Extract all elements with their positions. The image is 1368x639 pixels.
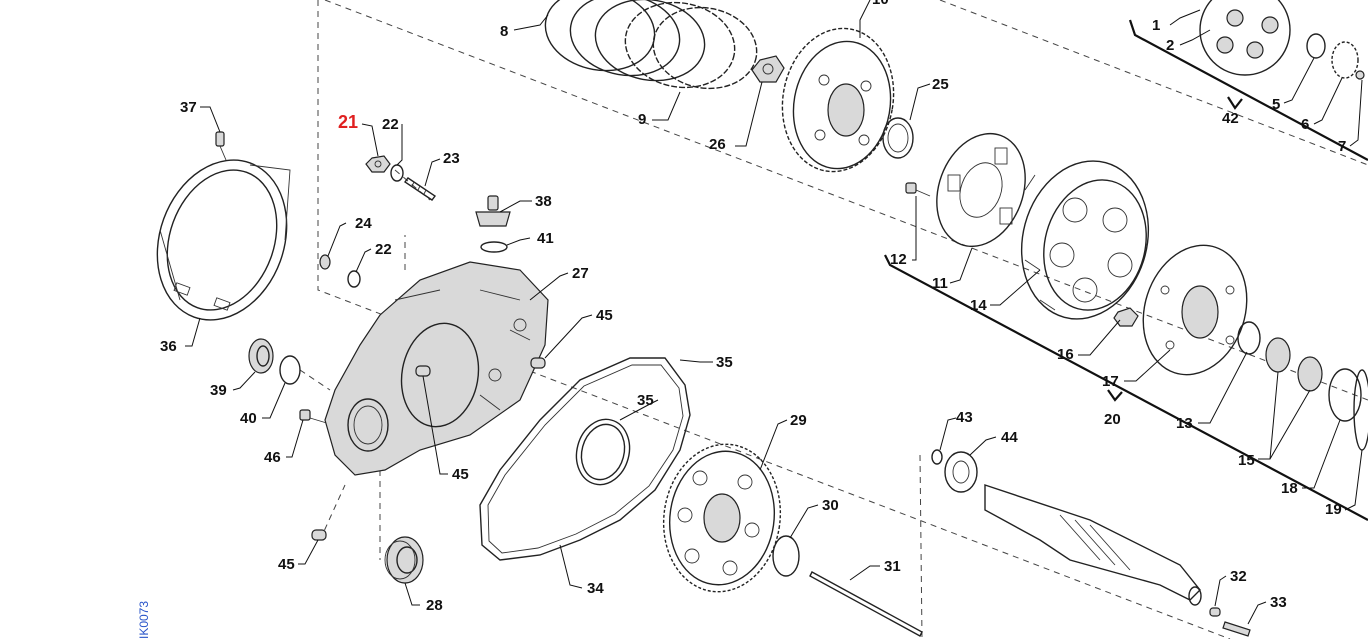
callout-9[interactable]: 9 [638, 111, 646, 128]
part-13-washer[interactable] [1237, 321, 1261, 355]
callout-1[interactable]: 1 [1152, 17, 1160, 34]
callout-7[interactable]: 7 [1338, 138, 1346, 155]
part-27-clutch-cover[interactable] [324, 261, 549, 476]
callout-6[interactable]: 6 [1301, 116, 1309, 133]
part-12-bolt[interactable] [905, 182, 931, 197]
callout-36[interactable]: 36 [160, 338, 177, 355]
callout-16[interactable]: 16 [1057, 346, 1074, 363]
part-30-circlip[interactable] [772, 535, 800, 577]
part-8-clutch-plates[interactable] [539, 0, 711, 89]
leader-lines [185, 0, 1363, 625]
callout-35-mid[interactable]: 35 [637, 392, 654, 409]
part-41-oring[interactable] [480, 241, 508, 253]
part-31-shaft[interactable] [809, 571, 923, 637]
part-22-washer-lower[interactable] [347, 270, 361, 288]
callout-27[interactable]: 27 [572, 265, 589, 282]
part-19-spacer[interactable] [1353, 369, 1368, 451]
callout-26[interactable]: 26 [709, 136, 726, 153]
callout-43[interactable]: 43 [956, 409, 973, 426]
callout-38[interactable]: 38 [535, 193, 552, 210]
callout-30[interactable]: 30 [822, 497, 839, 514]
callout-42[interactable]: 42 [1222, 110, 1239, 127]
part-45-dowel-left[interactable] [311, 529, 327, 541]
callout-45-right[interactable]: 45 [596, 307, 613, 324]
part-24-plug[interactable] [319, 254, 331, 270]
callout-34[interactable]: 34 [587, 580, 604, 597]
callout-22-upper[interactable]: 22 [382, 116, 399, 133]
part-22-washer-upper[interactable] [390, 164, 404, 182]
callout-21-highlighted[interactable]: 21 [338, 112, 358, 132]
part-35-seal-ring[interactable] [569, 413, 636, 490]
callout-22-lower[interactable]: 22 [375, 241, 392, 258]
part-37-screw[interactable] [215, 131, 227, 161]
part-32-pin[interactable] [1209, 607, 1221, 617]
callout-labels: 8 9 10 25 26 12 11 14 16 17 20 13 15 18 … [160, 0, 1346, 614]
callout-15[interactable]: 15 [1238, 452, 1255, 469]
callout-29[interactable]: 29 [790, 412, 807, 429]
part-44-thrust-washer[interactable] [944, 451, 978, 493]
callout-32[interactable]: 32 [1230, 568, 1247, 585]
callout-24[interactable]: 24 [355, 215, 372, 232]
part-38-fitting[interactable] [475, 195, 511, 227]
part-7-pin[interactable] [1355, 70, 1365, 80]
part-33-pin[interactable] [1222, 621, 1251, 637]
callout-14[interactable]: 14 [970, 297, 987, 314]
part-11-spring-plate[interactable] [922, 121, 1041, 259]
part-39-seal[interactable] [248, 338, 274, 374]
part-14-clutch-basket[interactable] [1004, 147, 1165, 334]
drawing-code: IK0073 [137, 601, 151, 639]
part-40-ring[interactable] [279, 355, 301, 385]
callout-8[interactable]: 8 [500, 23, 508, 40]
callout-39[interactable]: 39 [210, 382, 227, 399]
part-23-stud[interactable] [403, 177, 437, 201]
callout-20[interactable]: 20 [1104, 411, 1121, 428]
callout-2[interactable]: 2 [1166, 37, 1174, 54]
callout-41[interactable]: 41 [537, 230, 554, 247]
callout-31[interactable]: 31 [884, 558, 901, 575]
part-2-drive-hub[interactable] [1199, 0, 1291, 76]
callout-10[interactable]: 10 [872, 0, 889, 8]
callout-25[interactable]: 25 [932, 76, 949, 93]
part-10-pressure-plate[interactable] [771, 20, 904, 181]
callout-13[interactable]: 13 [1176, 415, 1193, 432]
group-bracket-42 [1128, 19, 1368, 161]
part-21-nut[interactable] [365, 155, 391, 173]
callout-46[interactable]: 46 [264, 449, 281, 466]
callout-33[interactable]: 33 [1270, 594, 1287, 611]
callout-11[interactable]: 11 [932, 275, 948, 292]
part-18-ring[interactable] [1328, 368, 1362, 422]
part-26-nut[interactable] [751, 55, 785, 83]
part-34-gasket[interactable] [479, 357, 691, 561]
part-43-circlip[interactable] [931, 449, 943, 465]
callout-35-top[interactable]: 35 [716, 354, 733, 371]
part-5-washer[interactable] [1306, 33, 1326, 59]
part-9-friction-plates[interactable] [619, 0, 764, 96]
callout-45-left[interactable]: 45 [278, 556, 295, 573]
callout-18[interactable]: 18 [1281, 480, 1298, 497]
group-bracket-20 [884, 254, 1368, 521]
part-25-washer[interactable] [882, 117, 914, 159]
callout-37[interactable]: 37 [180, 99, 197, 116]
callout-23[interactable]: 23 [443, 150, 460, 167]
part-16-nut[interactable] [1113, 307, 1139, 327]
part-36-cover-ring[interactable] [136, 142, 309, 339]
part-28-bearing[interactable] [384, 536, 424, 584]
part-17-inner-hub[interactable] [1127, 232, 1263, 388]
callout-40[interactable]: 40 [240, 410, 257, 427]
part-6-gear[interactable] [1331, 41, 1359, 79]
callout-12[interactable]: 12 [890, 251, 907, 268]
part-45-dowel-right[interactable] [530, 357, 546, 369]
part-29-gear[interactable] [654, 437, 789, 600]
callout-17[interactable]: 17 [1102, 373, 1119, 390]
part-45-dowel-mid[interactable] [415, 365, 431, 377]
callout-28[interactable]: 28 [426, 597, 443, 614]
callout-5[interactable]: 5 [1272, 96, 1280, 113]
part-15-needle-bearings[interactable] [1265, 337, 1323, 392]
shaft-assembly[interactable] [984, 484, 1202, 606]
callout-44[interactable]: 44 [1001, 429, 1018, 446]
callout-45-mid[interactable]: 45 [452, 466, 469, 483]
callout-19[interactable]: 19 [1325, 501, 1342, 518]
